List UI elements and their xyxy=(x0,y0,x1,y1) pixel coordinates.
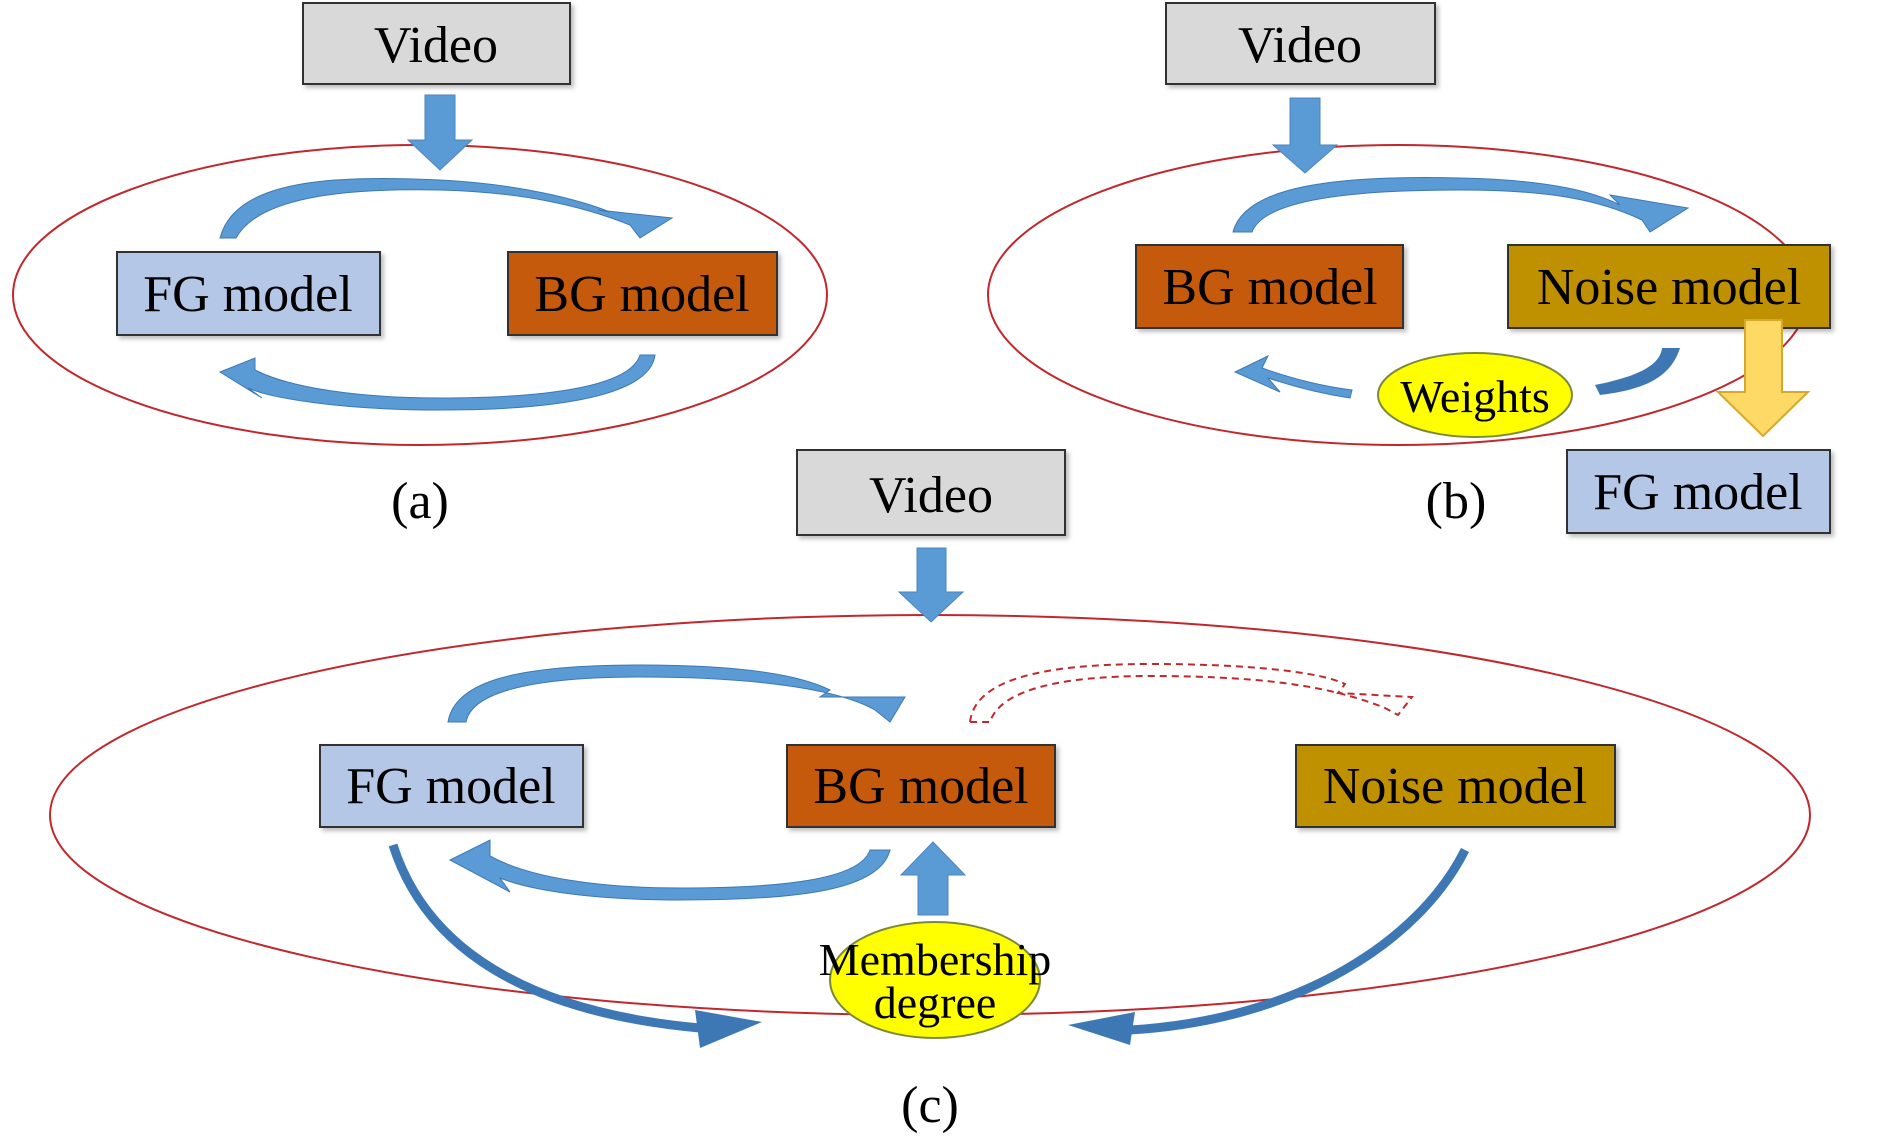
yellow-down-arrow-icon xyxy=(1715,319,1811,438)
curved-arrow-fg-to-membership-c xyxy=(388,843,701,1033)
noise-model-box-c xyxy=(1295,744,1616,828)
video-box-b xyxy=(1165,2,1436,85)
noise-model-label-c: Noise model xyxy=(1323,758,1587,815)
arrowhead-fg-to-membership xyxy=(695,1010,762,1048)
panel-c: Video FG model BG model Noise model Memb… xyxy=(49,449,1811,1134)
curved-arrow-bg-to-fg-a xyxy=(218,354,656,411)
bg-model-box-b xyxy=(1135,244,1404,329)
curved-arrow-noise-to-bg-b xyxy=(1595,348,1680,395)
membership-label-line1: Membership xyxy=(819,934,1052,985)
noise-model-box-b xyxy=(1507,244,1831,329)
down-arrow-icon xyxy=(897,547,965,623)
bg-model-label-a: BG model xyxy=(534,266,749,323)
caption-c: (c) xyxy=(901,1077,959,1134)
membership-label-line2: degree xyxy=(874,977,997,1028)
dashed-arrow-bg-to-noise-c xyxy=(968,662,1414,723)
curved-arrow-bg-to-fg-c xyxy=(448,839,891,901)
panel-b: Video BG model Noise model Weights FG mo… xyxy=(987,2,1831,534)
bg-model-box-c xyxy=(786,744,1056,828)
fg-model-box-a xyxy=(116,251,381,336)
curved-arrow-bg-to-noise-b xyxy=(1232,177,1690,233)
video-box-a xyxy=(302,2,571,85)
curved-arrow-noise-to-membership-c xyxy=(1129,847,1470,1035)
bg-model-label-b: BG model xyxy=(1162,259,1377,316)
fg-model-label-b: FG model xyxy=(1593,464,1802,521)
fg-model-label-c: FG model xyxy=(346,758,555,815)
weights-ellipse xyxy=(1377,352,1573,438)
membership-degree-ellipse xyxy=(829,921,1041,1039)
weights-label: Weights xyxy=(1400,371,1550,422)
down-arrow-icon xyxy=(406,94,474,171)
panel-a: Video FG model BG model (a) xyxy=(12,2,828,530)
up-arrow-icon xyxy=(899,841,967,916)
curved-arrow-fg-to-bg-c xyxy=(447,664,906,723)
bg-model-box-a xyxy=(507,251,778,336)
curved-arrow-weights-to-bg-b xyxy=(1233,354,1353,399)
video-box-c xyxy=(796,449,1066,536)
video-label-a: Video xyxy=(374,17,498,74)
video-label-b: Video xyxy=(1238,17,1362,74)
arrowhead-noise-to-membership xyxy=(1068,1012,1135,1045)
noise-model-label-b: Noise model xyxy=(1537,259,1801,316)
fg-model-box-c xyxy=(319,744,584,828)
caption-b: (b) xyxy=(1426,473,1487,530)
down-arrow-icon xyxy=(1271,97,1339,174)
curved-arrow-fg-to-bg-a xyxy=(219,178,674,239)
caption-a: (a) xyxy=(391,473,449,530)
video-label-c: Video xyxy=(869,467,993,524)
bg-model-label-c: BG model xyxy=(813,758,1028,815)
fg-model-label-a: FG model xyxy=(143,266,352,323)
fg-model-box-b xyxy=(1566,449,1831,534)
